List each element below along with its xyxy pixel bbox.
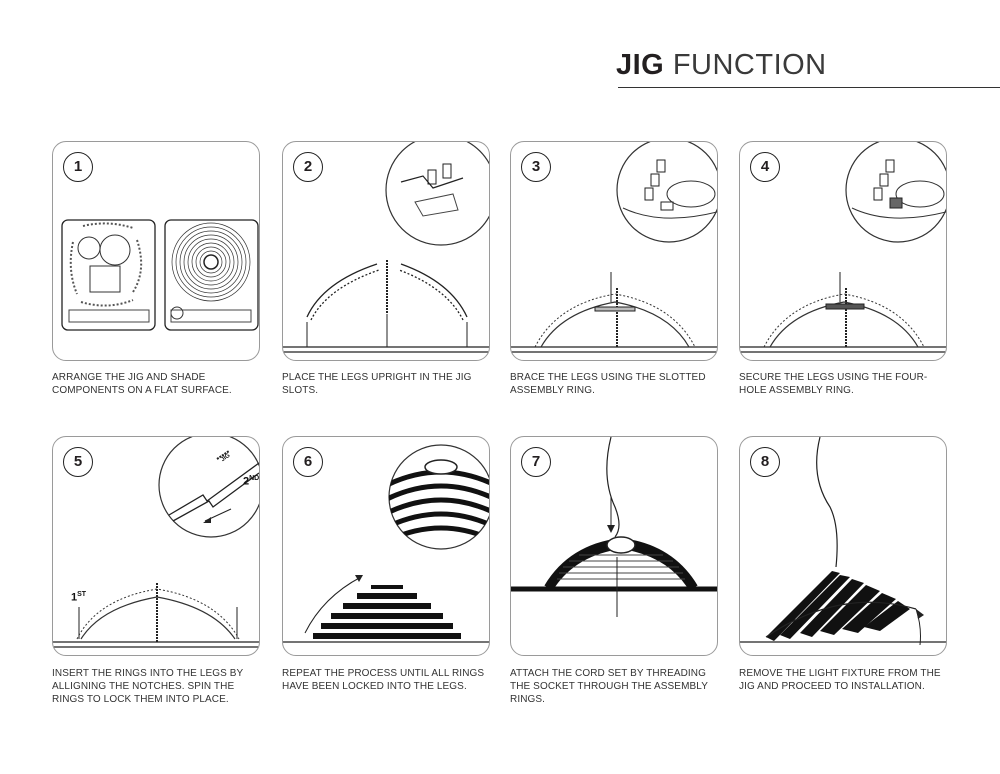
step-2-number: 2	[293, 152, 323, 182]
step-5-panel: 5 2ND JIG 1ST	[52, 436, 260, 656]
page-title: JIG FUNCTION	[616, 48, 827, 82]
step-1-number: 1	[63, 152, 93, 182]
step-1-illustration	[61, 219, 259, 331]
step-7-illustration	[511, 437, 717, 617]
step-4-caption: SECURE THE LEGS USING THE FOUR-HOLE ASSE…	[739, 372, 928, 396]
step-6-panel: 6	[282, 436, 490, 656]
step-4-number: 4	[750, 152, 780, 182]
step-2-illustration	[283, 142, 489, 353]
step-3-panel: 3	[510, 141, 718, 361]
step-1-panel: 1	[52, 141, 260, 361]
step-5-illustration	[53, 437, 259, 648]
step-8-caption: REMOVE THE LIGHT FIXTURE FROM THE JIG AN…	[739, 668, 941, 692]
step-4-panel: 4	[739, 141, 947, 361]
step-8-number: 8	[750, 447, 780, 477]
step-3-illustration	[511, 142, 717, 353]
step-3-number: 3	[521, 152, 551, 182]
step-2-caption: PLACE THE LEGS UPRIGHT IN THE JIG SLOTS.	[282, 372, 472, 396]
step-6-illustration	[283, 444, 489, 643]
step-8-illustration	[740, 437, 946, 646]
step-7-number: 7	[521, 447, 551, 477]
step-7-caption: ATTACH THE CORD SET BY THREADING THE SOC…	[510, 668, 708, 705]
step-4-illustration	[740, 142, 946, 353]
step-8-panel: 8	[739, 436, 947, 656]
title-rule	[618, 87, 1000, 88]
title-light: FUNCTION	[672, 49, 827, 81]
step-5-number: 5	[63, 447, 93, 477]
second-ring-label: 2ND	[243, 475, 260, 488]
step-6-caption: REPEAT THE PROCESS UNTIL ALL RINGS HAVE …	[282, 668, 485, 692]
step-6-number: 6	[293, 447, 323, 477]
step-2-panel: 2	[282, 141, 490, 361]
first-ring-label: 1ST	[71, 591, 87, 604]
step-5-caption: INSERT THE RINGS INTO THE LEGS BY ALLIGN…	[52, 668, 244, 705]
step-7-panel: 7	[510, 436, 718, 656]
title-bold: JIG	[616, 49, 665, 81]
step-3-caption: BRACE THE LEGS USING THE SLOTTED ASSEMBL…	[510, 372, 706, 396]
step-1-caption: ARRANGE THE JIG AND SHADE COMPONENTS ON …	[52, 372, 232, 396]
